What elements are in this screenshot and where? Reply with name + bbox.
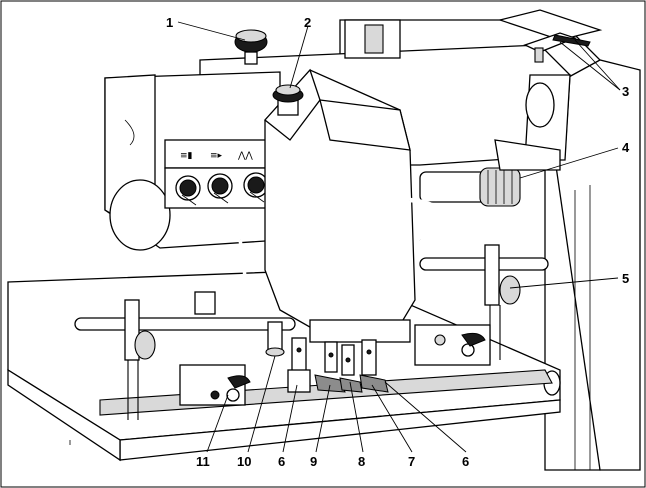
side-cylinder [419,139,561,207]
callout-4: 4 [622,140,630,155]
right-guide-rod [414,244,549,366]
callout-2: 2 [304,15,311,30]
lever-arm [523,32,591,63]
callout-10: 10 [237,454,251,469]
callout-1: 1 [166,15,173,30]
speed-dials [175,172,269,206]
callout-8: 8 [358,454,365,469]
presser-feet [265,321,389,393]
callout-labels: 1 2 3 4 5 11 10 6 9 8 7 6 [166,15,630,469]
cap-knob [272,84,304,116]
tension-knob [234,29,268,65]
svg-text:≡▮: ≡▮ [180,151,193,161]
callout-6-left: 6 [278,454,285,469]
callout-9: 9 [310,454,317,469]
callout-11: 11 [196,454,210,469]
callout-6-right: 6 [462,454,469,469]
callout-7: 7 [408,454,415,469]
sewing-head [264,68,416,343]
dial-2 [207,173,233,204]
leader-lines [177,21,621,453]
control-box: ≡▮ ≡▸ ⋀⋀ [104,71,281,251]
dial-1 [175,175,201,206]
callout-3: 3 [622,84,629,99]
callout-5: 5 [622,271,629,286]
svg-text:⋀⋀: ⋀⋀ [237,151,253,161]
svg-text:≡▸: ≡▸ [210,151,223,161]
left-guide-rod [74,291,296,420]
